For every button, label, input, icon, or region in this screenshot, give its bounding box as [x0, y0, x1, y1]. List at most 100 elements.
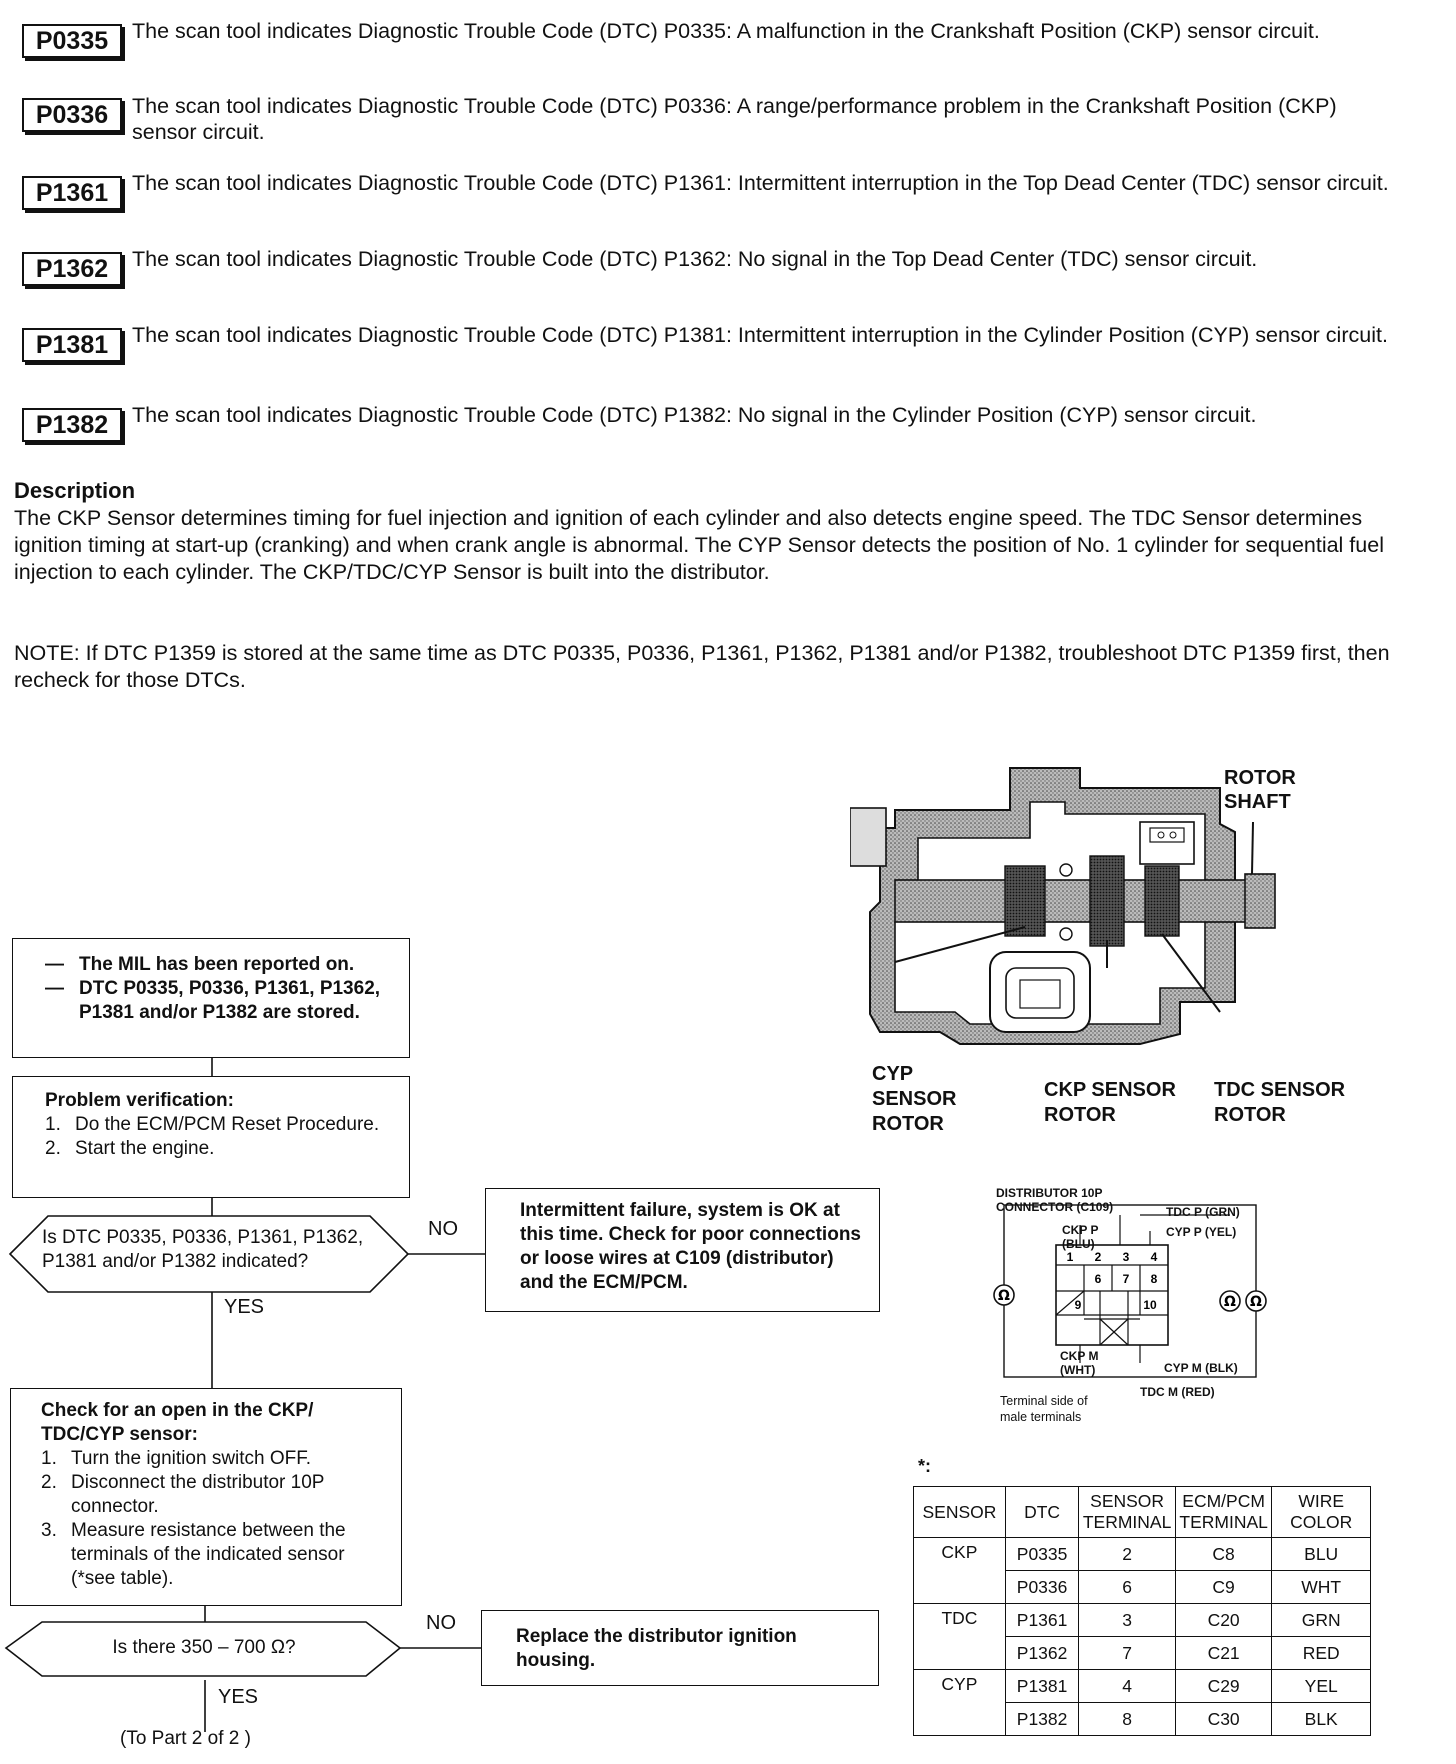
column-header: DTC	[1004, 1486, 1080, 1538]
dtc-description: The scan tool indicates Diagnostic Troub…	[132, 19, 1320, 43]
wire-color-cell: BLK	[1271, 1702, 1371, 1736]
label-tdc-sensor-rotor: TDC SENSOR	[1214, 1079, 1346, 1101]
label-ckp-p: (BLU)	[1062, 1237, 1095, 1251]
label-rotor-shaft: ROTOR	[1224, 767, 1296, 789]
sensor-cell: TDC	[913, 1603, 1006, 1670]
label-cyp-m: CYP M (BLK)	[1164, 1361, 1238, 1375]
column-header: ECM/PCM TERMINAL	[1174, 1486, 1273, 1538]
ecm-terminal-cell: C21	[1174, 1636, 1273, 1670]
wire-color-cell: YEL	[1271, 1669, 1371, 1703]
label-ckp-sensor-rotor: CKP SENSOR	[1044, 1079, 1176, 1101]
connector-title: DISTRIBUTOR 10P	[996, 1186, 1103, 1200]
column-header: SENSOR	[913, 1486, 1006, 1538]
dtc-cell: P1361	[1004, 1603, 1080, 1637]
terminal-note: male terminals	[1000, 1410, 1082, 1424]
sensor-cell: CKP	[913, 1537, 1006, 1604]
start-text: The MIL has been reported on.	[79, 954, 355, 975]
connector-pinout-diagram: 1 2 3 4 6 7 8 9 10 Ω Ω Ω	[993, 1204, 1267, 1378]
sensor-terminal-cell: 4	[1078, 1669, 1176, 1703]
pin-number: 2	[1095, 1250, 1102, 1264]
wire-color-cell: WHT	[1271, 1570, 1371, 1604]
no-label: NO	[426, 1612, 456, 1634]
sensor-terminal-cell: 8	[1078, 1702, 1176, 1736]
table-footnote-marker: *:	[918, 1456, 931, 1476]
flow-verification-box: Problem verification: 1.Do the ECM/PCM R…	[12, 1076, 410, 1198]
pin-number: 10	[1143, 1298, 1157, 1312]
dtc-cell: P1382	[1004, 1702, 1080, 1736]
dtc-description: The scan tool indicates Diagnostic Troub…	[132, 323, 1388, 347]
label-ckp-sensor-rotor: ROTOR	[1044, 1104, 1116, 1126]
check-step: Disconnect the distributor 10P connector…	[71, 1472, 325, 1517]
table-header-row: SENSOR DTC SENSOR TERMINAL ECM/PCM TERMI…	[913, 1486, 1371, 1538]
label-cyp-sensor-rotor: CYP	[872, 1063, 914, 1085]
flow-start-box: — The MIL has been reported on. — DTC P033…	[12, 938, 410, 1058]
check-step: Turn the ignition switch OFF.	[71, 1448, 312, 1469]
dtc-description: The scan tool indicates Diagnostic Troub…	[132, 94, 1337, 144]
sensor-terminal-cell: 7	[1078, 1636, 1176, 1670]
dtc-description: The scan tool indicates Diagnostic Troub…	[132, 171, 1389, 195]
yes-label: YES	[224, 1296, 265, 1318]
dtc-cell: P1381	[1004, 1669, 1080, 1703]
dtc-description: The scan tool indicates Diagnostic Troub…	[132, 247, 1258, 271]
description-text: The CKP Sensor determines timing for fue…	[14, 506, 1384, 584]
label-ckp-m: CKP M	[1060, 1349, 1099, 1363]
ecm-terminal-cell: C8	[1174, 1537, 1273, 1571]
yes-label: YES	[218, 1686, 259, 1708]
dtc-cell: P0335	[1004, 1537, 1080, 1571]
description-heading: Description	[14, 478, 136, 503]
check-title: Check for an open in the CKP/ TDC/CYP se…	[41, 1400, 314, 1445]
ohm-symbol: Ω	[1250, 1294, 1262, 1310]
dtc-code-badge: P1361	[22, 176, 122, 210]
dash-bullet: —	[45, 978, 64, 999]
label-cyp-sensor-rotor: ROTOR	[872, 1113, 944, 1135]
dtc-cell: P0336	[1004, 1570, 1080, 1604]
pin-number: 6	[1095, 1272, 1102, 1286]
dtc-description: The scan tool indicates Diagnostic Troub…	[132, 403, 1257, 427]
wire-color-cell: GRN	[1271, 1603, 1371, 1637]
dtc-code-badge: P1381	[22, 328, 122, 362]
sensor-terminal-cell: 3	[1078, 1603, 1176, 1637]
connector-title: CONNECTOR (C109)	[996, 1200, 1114, 1214]
distributor-cutaway-diagram	[850, 767, 1276, 1045]
label-tdc-sensor-rotor: ROTOR	[1214, 1104, 1286, 1126]
ecm-terminal-cell: C9	[1174, 1570, 1273, 1604]
label-ckp-p: CKP P	[1062, 1223, 1099, 1237]
verify-step: Start the engine.	[75, 1138, 215, 1159]
pin-number: 8	[1151, 1272, 1158, 1286]
wire-color-cell: RED	[1271, 1636, 1371, 1670]
label-tdc-p: TDC P (GRN)	[1166, 1205, 1240, 1219]
dtc-code-badge: P0335	[22, 24, 122, 58]
label-tdc-m: TDC M (RED)	[1140, 1385, 1215, 1399]
ohm-symbol: Ω	[998, 1288, 1010, 1304]
label-rotor-shaft: SHAFT	[1224, 791, 1291, 813]
flow-check-open-box: Check for an open in the CKP/ TDC/CYP se…	[10, 1388, 402, 1606]
verify-step: Do the ECM/PCM Reset Procedure.	[75, 1114, 380, 1135]
ecm-terminal-cell: C29	[1174, 1669, 1273, 1703]
label-ckp-m: (WHT)	[1060, 1363, 1096, 1377]
ohm-symbol: Ω	[1224, 1294, 1236, 1310]
column-header: SENSOR TERMINAL	[1078, 1486, 1176, 1538]
table-row: TDC P1361 3 C20 GRN	[913, 1603, 1371, 1670]
table-row: CYP P1381 4 C29 YEL	[913, 1669, 1371, 1736]
flow-replace-box: Replace the distributor ignition housing…	[481, 1610, 879, 1686]
ecm-terminal-cell: C30	[1174, 1702, 1273, 1736]
wire-color-cell: BLU	[1271, 1537, 1371, 1571]
no-label: NO	[428, 1218, 458, 1240]
pin-number: 3	[1123, 1250, 1130, 1264]
sensor-terminal-table: SENSOR DTC SENSOR TERMINAL ECM/PCM TERMI…	[913, 1486, 1371, 1736]
sensor-terminal-cell: 2	[1078, 1537, 1176, 1571]
dash-bullet: —	[45, 954, 64, 975]
sensor-cell: CYP	[913, 1669, 1006, 1736]
label-cyp-p: CYP P (YEL)	[1166, 1225, 1237, 1239]
verify-title: Problem verification:	[45, 1090, 234, 1111]
pin-number: 7	[1123, 1272, 1130, 1286]
label-cyp-sensor-rotor: SENSOR	[872, 1088, 957, 1110]
start-text: DTC P0335, P0336, P1361, P1362, P1381 an…	[79, 978, 381, 1023]
sensor-terminal-cell: 6	[1078, 1570, 1176, 1604]
to-part-2-label: (To Part 2 of 2 )	[120, 1728, 251, 1749]
decision-resistance: Is there 350 – 700 Ω?	[112, 1637, 296, 1658]
flow-intermittent-box: Intermittent failure, system is OK at th…	[485, 1188, 880, 1312]
ecm-terminal-cell: C20	[1174, 1603, 1273, 1637]
table-row: P1362 7 C21 RED	[914, 1636, 1371, 1670]
